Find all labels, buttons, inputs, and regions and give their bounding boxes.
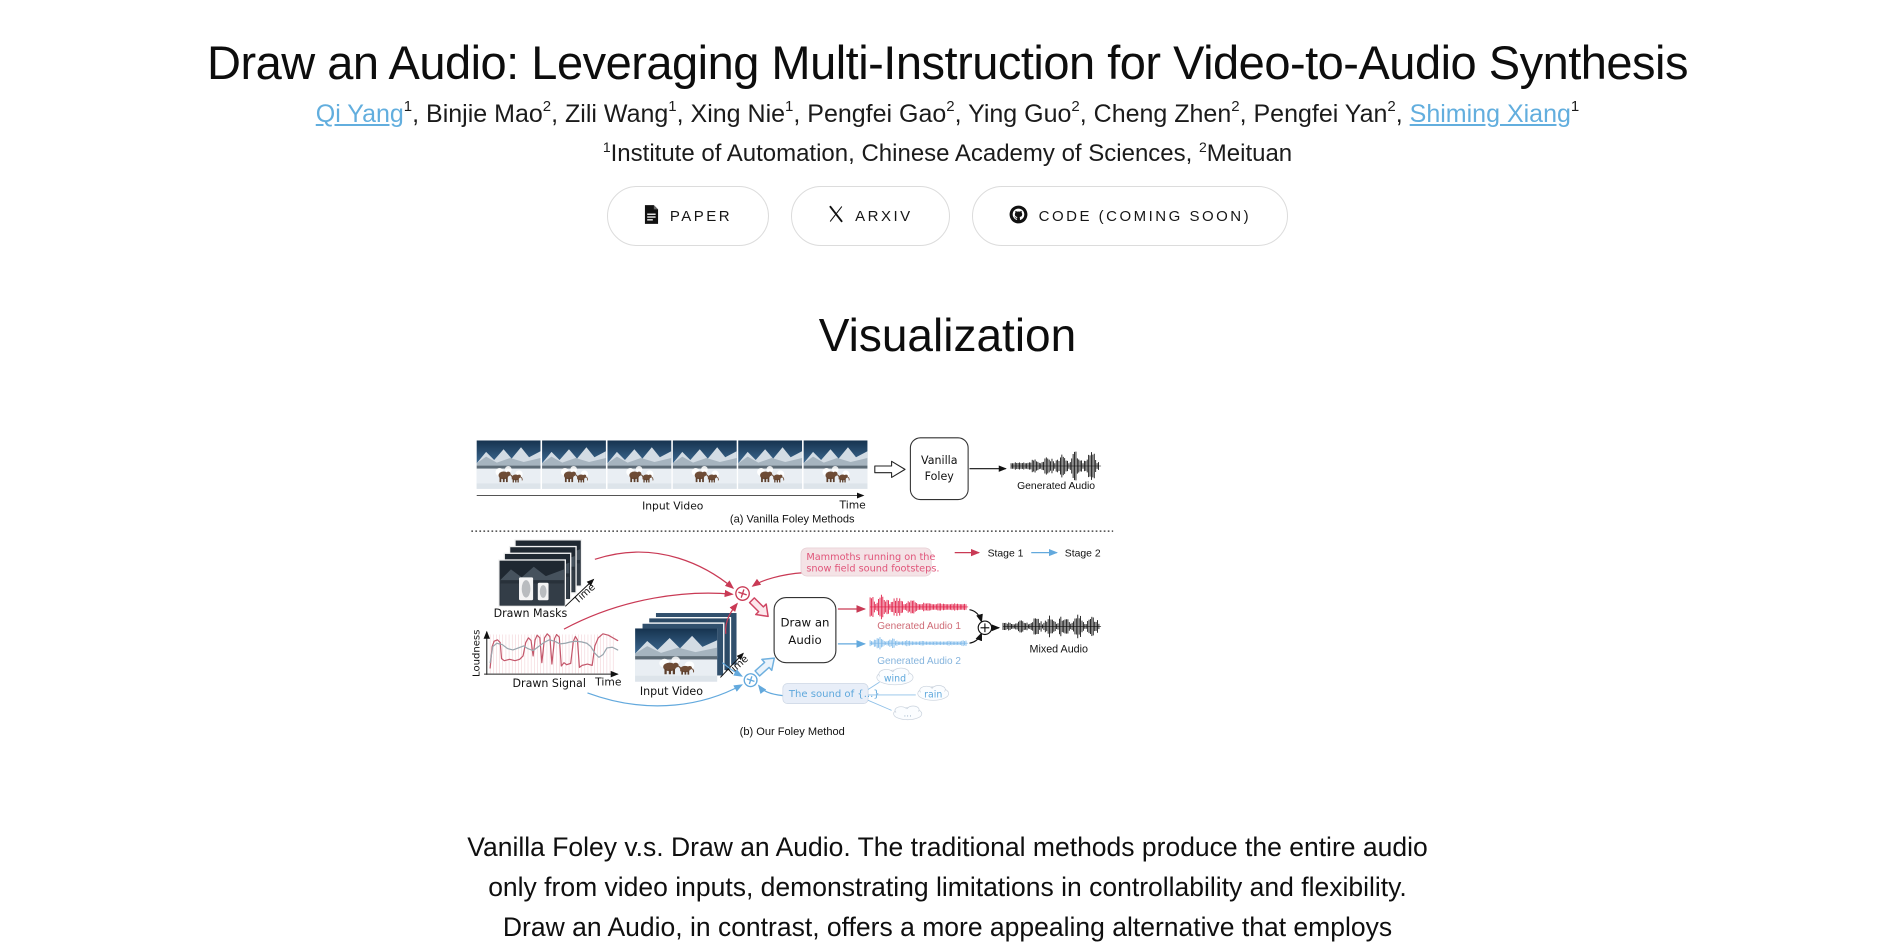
signal-curve-pink xyxy=(489,633,619,669)
mixed-audio-label: Mixed Audio xyxy=(1030,644,1089,656)
masks-time-arrow xyxy=(564,578,595,607)
author-list: Qi Yang1, Binjie Mao2, Zili Wang1, Xing … xyxy=(0,98,1895,129)
author: Shiming Xiang1 xyxy=(1409,98,1580,129)
arxiv-button[interactable]: ARXIV xyxy=(791,186,950,246)
signal-curve-gray xyxy=(489,639,619,664)
figure-legend: Stage 1 Stage 2 xyxy=(954,549,1101,560)
sound-prompt-label: The sound of {...} xyxy=(788,689,880,700)
pdf-icon xyxy=(644,204,659,228)
rain-cloud: rain xyxy=(917,685,949,701)
text-prompt-box: Mammoths running on the snow field sound… xyxy=(800,547,939,577)
description-line: only from video inputs, demonstrating li… xyxy=(488,872,1407,902)
page-title: Draw an Audio: Leveraging Multi-Instruct… xyxy=(207,36,1689,90)
panel-b-caption: (b) Our Foley Method xyxy=(740,726,845,738)
input-video-label-b: Input Video xyxy=(640,685,703,698)
cloud-connector xyxy=(867,699,892,711)
author: Xing Nie1, xyxy=(690,98,808,129)
wind-cloud-label: wind xyxy=(884,673,906,684)
stage1-label: Stage 1 xyxy=(988,549,1024,560)
ellipsis-cloud: ... xyxy=(893,705,923,721)
drawn-signal-label: Drawn Signal xyxy=(513,677,586,690)
affiliation-line: 1Institute of Automation, Chinese Academ… xyxy=(602,139,1293,167)
cloud-connector xyxy=(867,681,880,690)
drawn-masks-stack xyxy=(498,539,583,607)
arxiv-icon xyxy=(828,205,844,227)
stage2-label: Stage 2 xyxy=(1065,549,1101,560)
vanilla-foley-box-label: Foley xyxy=(925,470,955,483)
panel-b: Stage 1 Stage 2 Drawn Masks Time Loudnes xyxy=(471,539,1102,738)
draw-an-audio-box xyxy=(773,597,837,664)
code-button-label: CODE (COMING SOON) xyxy=(1038,207,1252,225)
mix-connector xyxy=(969,632,983,644)
author-link-qi-yang[interactable]: Qi Yang xyxy=(315,100,404,129)
mixed-audio-waveform xyxy=(1002,614,1102,639)
author: Binjie Mao2, xyxy=(426,98,566,129)
sound-prompt-box: The sound of {...} xyxy=(782,683,880,704)
figure-description: Vanilla Foley v.s. Draw an Audio. The tr… xyxy=(0,827,1895,944)
red-connector xyxy=(751,572,804,587)
blue-connector xyxy=(757,684,783,697)
red-connector xyxy=(563,589,734,630)
github-icon xyxy=(1009,205,1028,228)
author: Ying Guo2, xyxy=(968,98,1094,129)
draw-an-audio-box-label: Audio xyxy=(788,633,821,647)
vanilla-foley-box-label: Vanilla xyxy=(921,454,957,467)
panel-a-caption: (a) Vanilla Foley Methods xyxy=(730,513,855,525)
mix-connector xyxy=(969,609,983,623)
generated-audio2-label: Generated Audio 2 xyxy=(877,656,961,667)
fusion-node-stage1 xyxy=(735,586,750,601)
video-time-arrow xyxy=(720,652,744,678)
wind-cloud: wind xyxy=(876,667,914,686)
author: Zili Wang1, xyxy=(565,98,691,129)
author-link-shiming-xiang[interactable]: Shiming Xiang xyxy=(1409,100,1571,129)
teaser-figure-svg: Input Video Time Vanilla Foley Generated… xyxy=(471,437,1114,738)
author: Qi Yang1, xyxy=(315,98,427,129)
generated-audio-waveform xyxy=(1010,451,1102,481)
text-prompt-line2: snow field sound footsteps. xyxy=(806,563,939,574)
paper-button-label: PAPER xyxy=(669,207,733,225)
generated-audio1-label: Generated Audio 1 xyxy=(877,621,961,632)
draw-an-audio-box-label: Draw an xyxy=(780,615,829,629)
paper-button[interactable]: PAPER xyxy=(606,186,770,246)
fusion-node-stage2 xyxy=(743,673,758,688)
time-label: Time xyxy=(839,498,867,511)
code-button[interactable]: CODE (COMING SOON) xyxy=(971,186,1289,246)
mixer-node xyxy=(977,620,993,636)
input-video-filmstrip xyxy=(477,440,868,488)
red-hollow-arrow xyxy=(745,594,775,623)
resource-buttons: PAPER ARXIV CODE (COMING SOON) xyxy=(0,186,1895,246)
text-prompt-line1: Mammoths running on the xyxy=(806,552,935,563)
description-line: Vanilla Foley v.s. Draw an Audio. The tr… xyxy=(467,832,1428,862)
arxiv-button-label: ARXIV xyxy=(855,207,913,225)
vanilla-foley-box xyxy=(909,437,969,501)
description-line: Draw an Audio, in contrast, offers a mor… xyxy=(502,912,1393,942)
generated-audio2-waveform xyxy=(869,637,969,650)
double-arrow xyxy=(874,460,906,478)
generated-audio-label: Generated Audio xyxy=(1017,481,1095,492)
rain-cloud-label: rain xyxy=(924,690,942,701)
drawn-signal-plot: Loudness xyxy=(471,630,619,678)
input-video-label: Input Video xyxy=(642,500,703,513)
red-connector xyxy=(594,551,735,589)
ellipsis-cloud-label: ... xyxy=(904,709,912,719)
author: Pengfei Gao2, xyxy=(807,98,969,129)
signal-time-label: Time xyxy=(594,676,622,689)
teaser-figure: Input Video Time Vanilla Foley Generated… xyxy=(470,358,1430,815)
drawn-masks-label: Drawn Masks xyxy=(494,607,568,620)
loudness-label: Loudness xyxy=(471,630,482,677)
panel-a: Input Video Time Vanilla Foley Generated… xyxy=(476,437,1102,525)
blue-connector xyxy=(587,684,743,707)
red-connector xyxy=(725,602,738,634)
visualization-heading: Visualization xyxy=(818,309,1077,362)
author: Cheng Zhen2, xyxy=(1093,98,1254,129)
blue-connector xyxy=(722,662,743,677)
input-video-stack xyxy=(635,611,738,681)
author: Pengfei Yan2, xyxy=(1253,98,1410,129)
generated-audio1-waveform xyxy=(869,594,969,620)
